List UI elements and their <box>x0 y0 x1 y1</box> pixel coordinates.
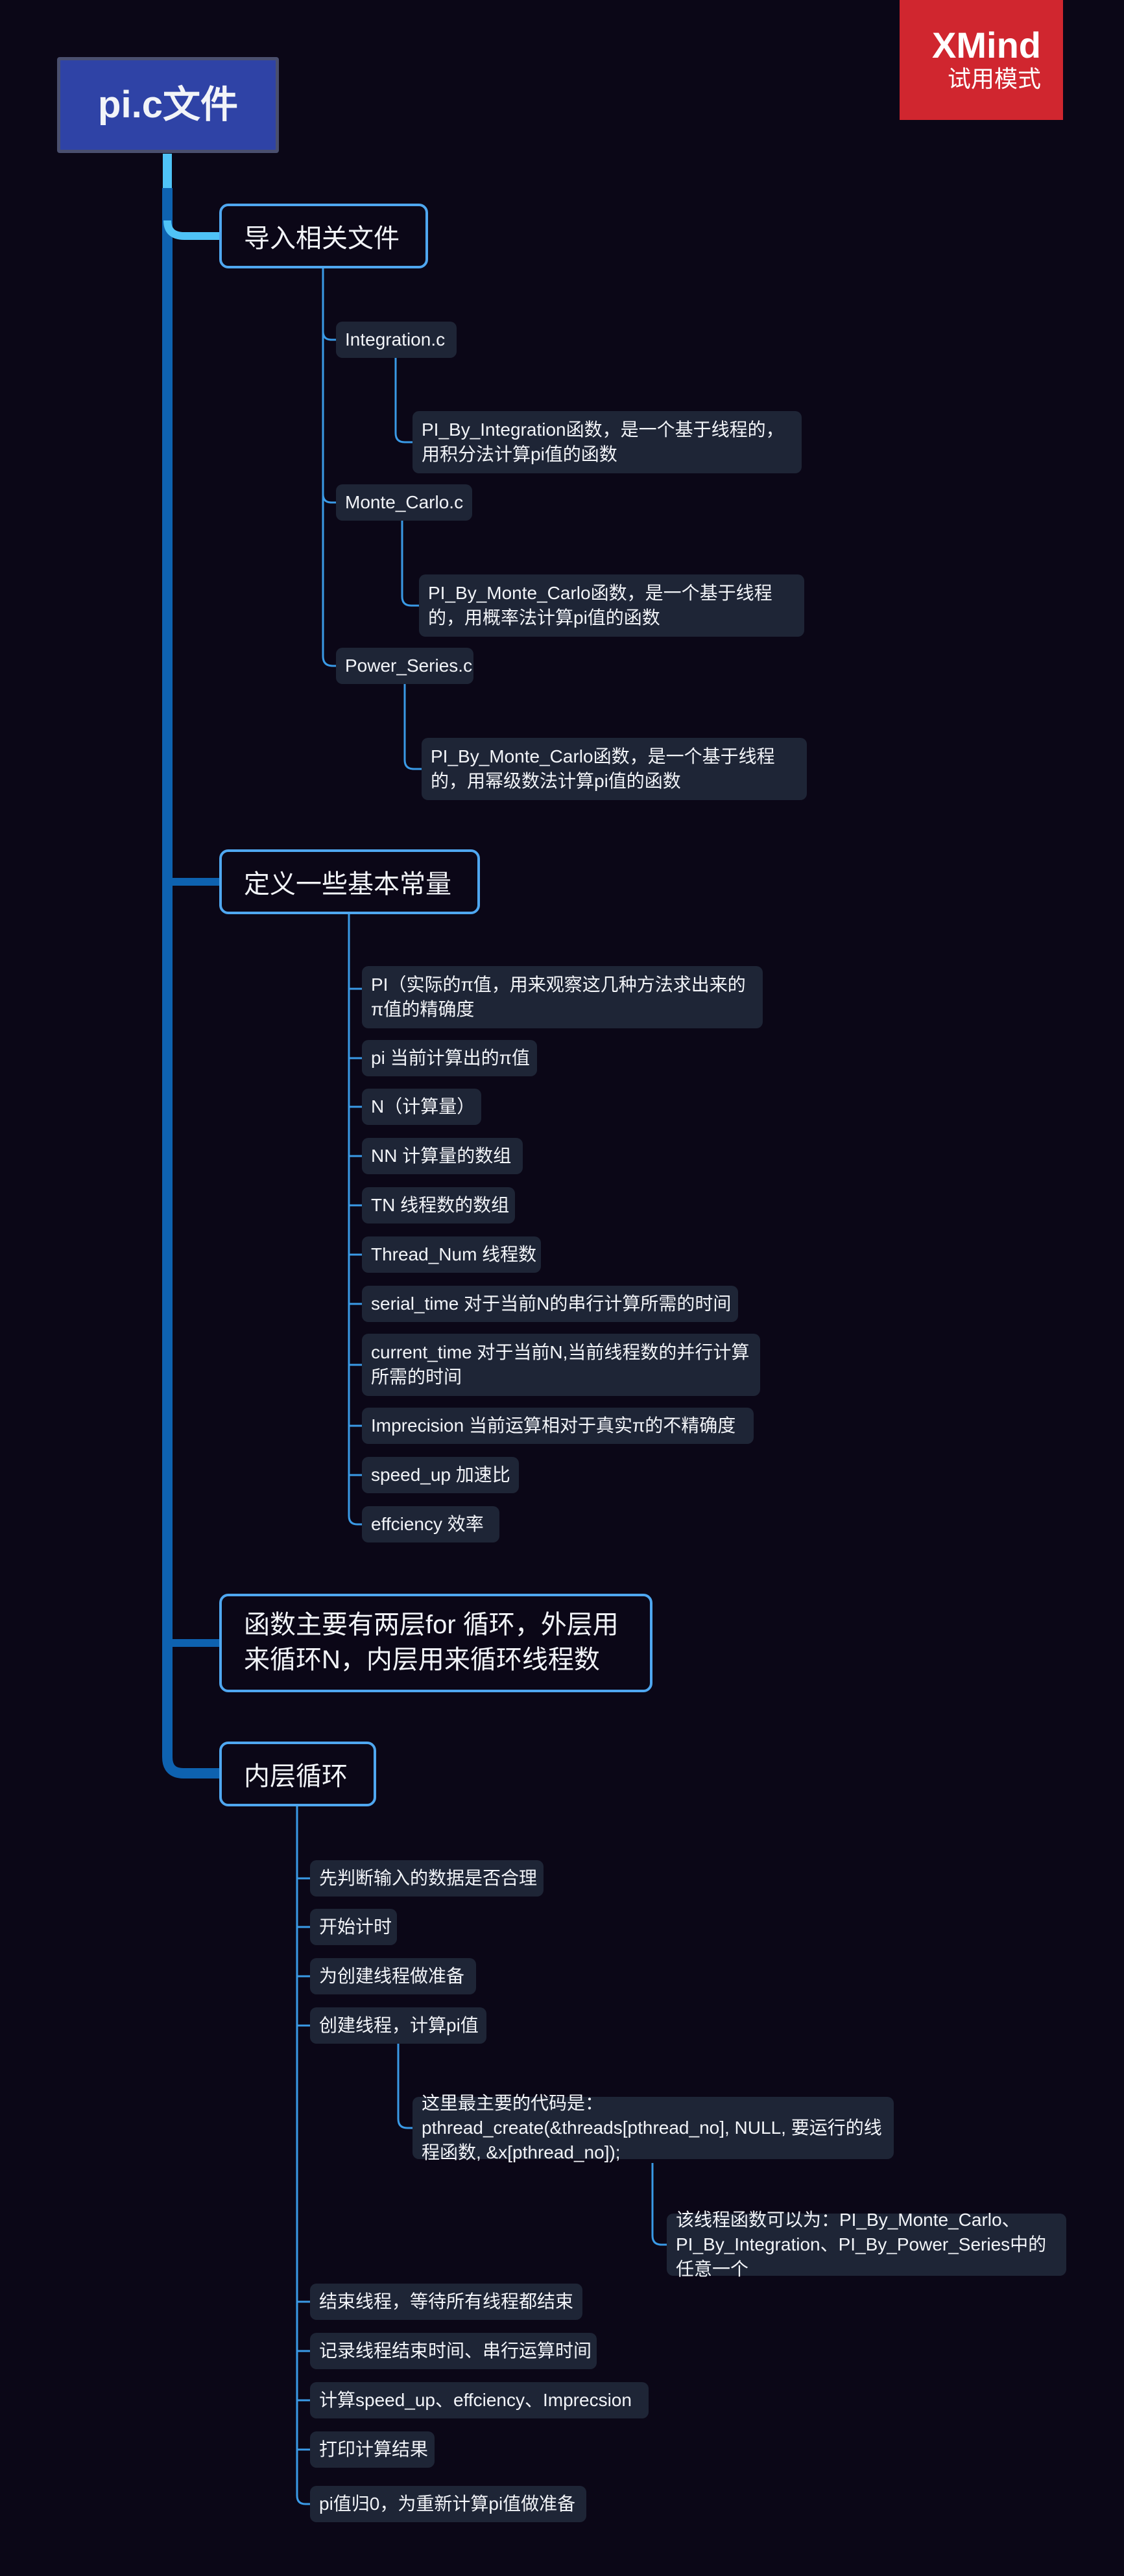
inner-step-prepare-threads[interactable]: 为创建线程做准备 <box>310 1958 476 1994</box>
constant-item-serial-time[interactable]: serial_time 对于当前N的串行计算所需的时间 <box>362 1286 738 1322</box>
topic-monte-carlo-desc[interactable]: PI_By_Monte_Carlo函数，是一个基于线程的，用概率法计算pi值的函… <box>419 574 804 637</box>
constant-item-current-time[interactable]: current_time 对于当前N,当前线程数的并行计算所需的时间 <box>362 1334 760 1396</box>
constant-item-pi-actual[interactable]: PI（实际的π值，用来观察这几种方法求出来的π值的精确度 <box>362 966 763 1028</box>
constant-item-speed-up[interactable]: speed_up 加速比 <box>362 1457 519 1493</box>
xmind-trial-watermark: XMind 试用模式 <box>900 0 1063 120</box>
inner-step-reset-pi[interactable]: pi值归0，为重新计算pi值做准备 <box>310 2486 586 2522</box>
root-topic[interactable]: pi.c文件 <box>57 57 279 153</box>
topic-imports[interactable]: 导入相关文件 <box>219 204 428 268</box>
constant-item-effciency[interactable]: effciency 效率 <box>362 1506 499 1542</box>
constant-item-tn[interactable]: TN 线程数的数组 <box>362 1187 515 1223</box>
topic-monte-carlo-file[interactable]: Monte_Carlo.c <box>336 484 472 521</box>
topic-constants[interactable]: 定义一些基本常量 <box>219 849 480 914</box>
inner-step-join-threads[interactable]: 结束线程，等待所有线程都结束 <box>310 2284 582 2320</box>
constant-item-imprecision[interactable]: Imprecision 当前运算相对于真实π的不精确度 <box>362 1408 754 1444</box>
watermark-brand: XMind <box>932 25 1041 65</box>
topic-power-series-desc[interactable]: PI_By_Monte_Carlo函数，是一个基于线程的，用幂级数法计算pi值的… <box>422 738 807 800</box>
constant-item-nn[interactable]: NN 计算量的数组 <box>362 1138 523 1174</box>
topic-loops-description[interactable]: 函数主要有两层for 循环，外层用来循环N，内层用来循环线程数 <box>219 1594 652 1692</box>
inner-step-compute-metrics[interactable]: 计算speed_up、effciency、Imprecsion <box>310 2382 649 2418</box>
topic-inner-loop[interactable]: 内层循环 <box>219 1742 376 1806</box>
inner-step-start-timer[interactable]: 开始计时 <box>310 1909 397 1945</box>
constant-item-n[interactable]: N（计算量） <box>362 1089 481 1125</box>
inner-step-record-times[interactable]: 记录线程结束时间、串行运算时间 <box>310 2333 597 2369</box>
topic-power-series-file[interactable]: Power_Series.c <box>336 648 473 684</box>
inner-step-validate-input[interactable]: 先判断输入的数据是否合理 <box>310 1860 544 1897</box>
topic-integration-file[interactable]: Integration.c <box>336 322 457 358</box>
inner-create-code-note[interactable]: 这里最主要的代码是：pthread_create(&threads[pthrea… <box>413 2093 894 2162</box>
constant-item-thread-num[interactable]: Thread_Num 线程数 <box>362 1236 541 1273</box>
constant-item-pi-current[interactable]: pi 当前计算出的π值 <box>362 1040 537 1076</box>
inner-step-create-threads[interactable]: 创建线程，计算pi值 <box>310 2007 486 2044</box>
topic-integration-desc[interactable]: PI_By_Integration函数，是一个基于线程的，用积分法计算pi值的函… <box>413 411 802 473</box>
inner-step-print-results[interactable]: 打印计算结果 <box>310 2431 435 2468</box>
inner-thread-func-note[interactable]: 该线程函数可以为：PI_By_Monte_Carlo、PI_By_Integra… <box>667 2210 1066 2279</box>
watermark-mode: 试用模式 <box>947 65 1041 92</box>
